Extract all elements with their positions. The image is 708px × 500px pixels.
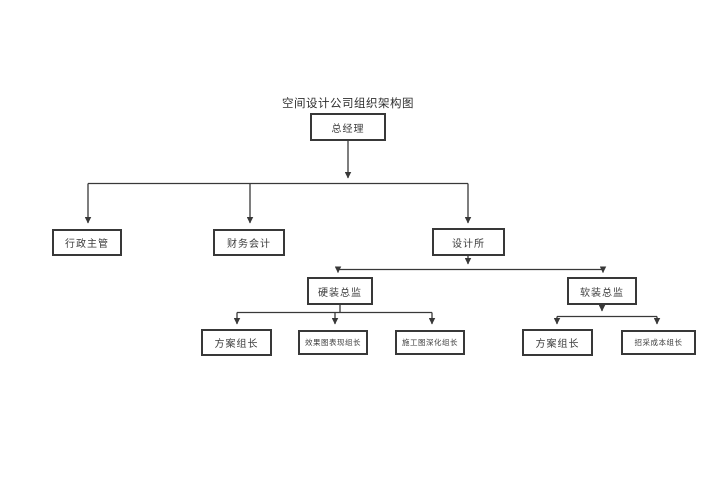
node-rendering-team-leader: 效果图表现组长 xyxy=(298,330,368,355)
node-soft-decoration-director: 软装总监 xyxy=(567,277,637,305)
node-admin-supervisor: 行政主管 xyxy=(52,229,122,256)
node-hard-plan-team-leader: 方案组长 xyxy=(201,329,272,356)
node-design-institute: 设计所 xyxy=(432,228,505,256)
node-procurement-cost-team-leader: 招采成本组长 xyxy=(621,330,696,355)
node-construction-drawing-team-leader: 施工图深化组长 xyxy=(395,330,465,355)
node-general-manager: 总经理 xyxy=(310,113,386,141)
node-soft-plan-team-leader: 方案组长 xyxy=(522,329,593,356)
node-finance-accounting: 财务会计 xyxy=(213,229,285,256)
org-chart-title: 空间设计公司组织架构图 xyxy=(282,98,414,110)
node-hard-decoration-director: 硬装总监 xyxy=(307,277,373,305)
